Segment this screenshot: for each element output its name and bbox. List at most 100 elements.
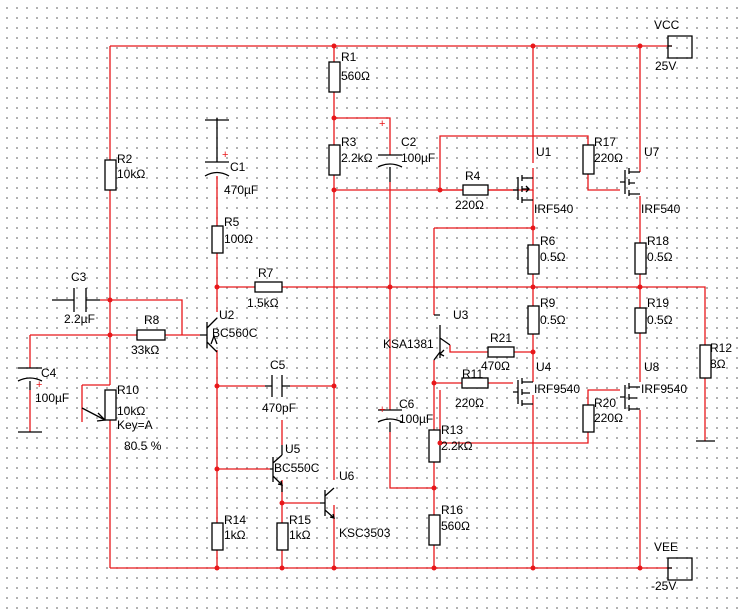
r9-ref: R9: [540, 296, 556, 310]
u6-ref: U6: [339, 469, 355, 483]
svg-text:+: +: [36, 379, 42, 391]
resistor-r2: [104, 159, 117, 191]
r8-ref: R8: [144, 313, 160, 327]
r11-ref: R11: [462, 367, 484, 381]
transistor-u3: [433, 314, 451, 361]
svg-text:+: +: [379, 118, 385, 130]
u4-part: IRF9540: [534, 382, 581, 396]
r5-ref: R5: [224, 215, 240, 229]
u5-ref: U5: [285, 442, 301, 456]
resistor-r3: [328, 144, 341, 176]
resistor-r19: [634, 307, 647, 334]
vcc-name: VCC: [654, 18, 680, 32]
r12-value: 8Ω: [710, 357, 726, 371]
r7-ref: R7: [258, 266, 274, 280]
u3-part: KSA1381: [383, 337, 434, 351]
c4-value: 100µF: [35, 391, 70, 405]
c6-ref: C6: [399, 397, 415, 411]
u2-part: BC560C: [212, 326, 258, 340]
r5-value: 100Ω: [224, 232, 253, 246]
c3-ref: C3: [71, 270, 87, 284]
capacitor-c1: [204, 119, 230, 177]
r3-value: 2.2kΩ: [341, 151, 373, 165]
r4-ref: R4: [465, 169, 481, 183]
r3-ref: R3: [341, 135, 357, 149]
r6-ref: R6: [540, 234, 556, 248]
resistor-r20: [582, 404, 595, 433]
c5-value: 470pF: [262, 401, 297, 415]
transistor-u6: [320, 487, 335, 519]
resistor-r17: [582, 144, 595, 175]
resistor-r18: [634, 242, 647, 275]
components: + + + +: [17, 35, 715, 581]
capacitor-c3: [52, 288, 100, 312]
u7-part: IRF540: [641, 202, 681, 216]
mosfet-u4: [513, 378, 533, 406]
u8-part: IRF9540: [641, 382, 688, 396]
resistor-r4: [462, 184, 489, 196]
resistor-r16: [428, 514, 441, 546]
c2-ref: C2: [401, 135, 417, 149]
r15-value: 1kΩ: [289, 528, 311, 542]
r19-ref: R19: [647, 296, 670, 310]
c6-value: 100µF: [399, 412, 434, 426]
vee-name: VEE: [654, 540, 679, 554]
vcc-terminal: [667, 35, 693, 59]
resistor-r13: [428, 429, 441, 463]
r18-ref: R18: [647, 234, 670, 248]
resistor-r11: [461, 377, 489, 389]
r13-ref: R13: [441, 423, 464, 437]
c3-value: 2.2µF: [64, 312, 95, 326]
resistor-r1: [328, 61, 341, 93]
r9-value: 0.5Ω: [540, 313, 566, 327]
mosfet-u7: [620, 168, 640, 196]
vcc-value: 25V: [655, 59, 677, 73]
r12-ref: R12: [710, 341, 733, 355]
r18-value: 0.5Ω: [647, 250, 673, 264]
u4-ref: U4: [536, 360, 552, 374]
capacitor-c6: [377, 409, 403, 432]
mosfet-u8: [620, 383, 640, 411]
c1-value: 470µF: [224, 183, 259, 197]
vee-value: -25V: [651, 579, 677, 593]
r21-value: 470Ω: [481, 359, 510, 373]
resistor-r21: [487, 346, 515, 358]
u8-ref: U8: [644, 360, 660, 374]
c1-ref: C1: [230, 160, 246, 174]
wires: [29, 45, 706, 569]
resistor-r15: [276, 522, 289, 551]
r10-key: Key=A: [117, 418, 153, 432]
svg-text:+: +: [379, 404, 385, 416]
c2-value: 100µF: [401, 151, 436, 165]
r1-value: 560Ω: [341, 69, 370, 83]
r11-value: 220Ω: [455, 396, 484, 410]
r16-value: 560Ω: [441, 519, 470, 533]
resistor-r12: [699, 344, 712, 379]
r17-ref: R17: [594, 135, 617, 149]
resistor-r14: [211, 522, 224, 551]
resistor-r8: [136, 329, 166, 341]
r13-value: 2.2kΩ: [441, 439, 473, 453]
u7-ref: U7: [644, 145, 660, 159]
r1-ref: R1: [341, 50, 357, 64]
r20-ref: R20: [594, 396, 617, 410]
u1-ref: U1: [536, 145, 552, 159]
resistor-r10: [104, 389, 117, 421]
r4-value: 220Ω: [455, 198, 484, 212]
transistor-u5: [270, 454, 283, 486]
transistor-u2: [200, 317, 218, 353]
r14-ref: R14: [224, 513, 247, 527]
u1-part: IRF540: [534, 202, 574, 216]
r2-value: 10kΩ: [117, 167, 146, 181]
resistor-r5: [211, 225, 224, 254]
r21-ref: R21: [490, 331, 513, 345]
r19-value: 0.5Ω: [647, 313, 673, 327]
r14-value: 1kΩ: [224, 528, 246, 542]
r10-value: 10kΩ: [117, 404, 146, 418]
r16-ref: R16: [441, 503, 464, 517]
r20-value: 220Ω: [594, 411, 623, 425]
r8-value: 33kΩ: [131, 343, 160, 357]
r15-ref: R15: [289, 513, 312, 527]
capacitor-c4: [17, 367, 43, 433]
